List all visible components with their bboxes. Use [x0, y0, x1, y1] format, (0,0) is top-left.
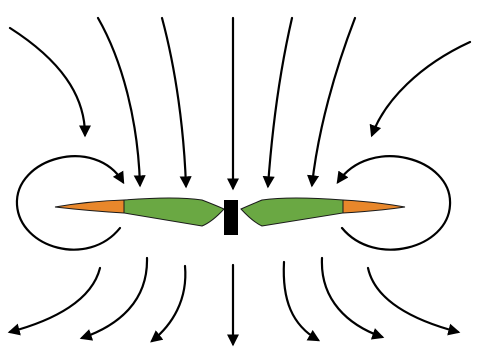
- right-blade-root: [240, 197, 344, 227]
- tip-vortices: [15, 155, 452, 251]
- outflow-arrow-right-2: [282, 260, 321, 342]
- right-blade-tip: [342, 199, 406, 214]
- outflow-arrow-left-2: [150, 264, 187, 343]
- propeller-hub: [224, 200, 238, 235]
- outflow-arrow-far-right: [366, 266, 461, 336]
- inflow-arrow-far-right: [369, 40, 472, 138]
- propeller: [54, 197, 406, 235]
- inflow-arrow-left-1: [96, 16, 146, 188]
- left-blade-tip: [54, 199, 125, 214]
- outflow-arrow-far-left: [7, 266, 102, 336]
- inflow-arrow-right-1: [307, 16, 357, 188]
- right-tip-vortex-arrow: [336, 155, 452, 251]
- inflow-arrow-left-2: [160, 16, 192, 189]
- inflow-arrow-right-2: [262, 16, 294, 189]
- inflow-arrow-far-left: [8, 26, 92, 138]
- inflow-arrows: [8, 16, 472, 191]
- outflow-arrow-right-1: [320, 256, 385, 340]
- outflow-arrows: [7, 256, 461, 347]
- left-tip-vortex-arrow: [15, 155, 125, 251]
- outflow-arrow-left-1: [79, 256, 149, 341]
- left-blade-root: [123, 197, 225, 227]
